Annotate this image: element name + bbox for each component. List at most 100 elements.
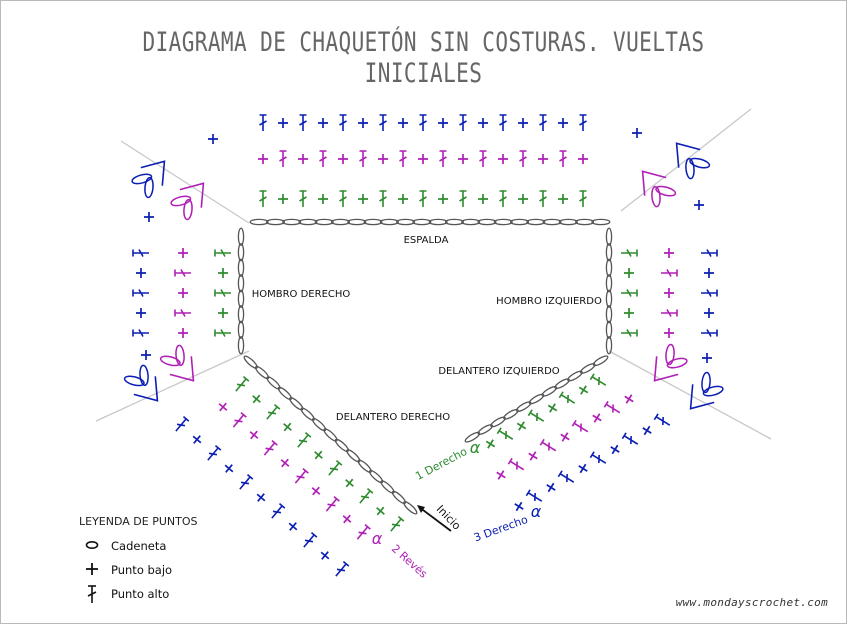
legend-item-single-crochet: Punto bajo	[79, 560, 197, 584]
chain-stitch	[391, 490, 407, 505]
chain-stitch	[277, 386, 293, 401]
corner-cluster	[653, 343, 688, 382]
single-crochet-mark	[546, 482, 556, 493]
label-row-3: 3 Derecho	[472, 513, 530, 545]
double-crochet-mark	[557, 470, 575, 483]
double-crochet-mark	[266, 404, 281, 420]
chain-stitch	[591, 218, 611, 226]
chain-stitch	[368, 469, 384, 484]
page-title: DIAGRAMA DE CHAQUETÓN SIN COSTURAS. VUEL…	[142, 27, 705, 89]
chain-stitch	[605, 274, 613, 293]
single-crochet-mark	[592, 413, 602, 423]
double-crochet-mark	[299, 114, 307, 131]
single-crochet-mark	[624, 394, 634, 404]
double-crochet-mark	[621, 289, 638, 297]
chain-stitch	[526, 218, 546, 226]
double-crochet-mark	[239, 474, 254, 490]
single-crochet-mark	[664, 328, 674, 338]
double-crochet-mark	[132, 289, 149, 297]
double-crochet-mark	[259, 190, 267, 207]
single-crochet-mark	[376, 506, 385, 516]
single-crochet-mark	[314, 450, 323, 460]
single-crochet-mark	[345, 478, 354, 488]
raglan-line	[608, 350, 772, 440]
double-crochet-mark	[579, 190, 587, 207]
site-watermark: www.mondayscrochet.com	[675, 596, 828, 609]
single-crochet-mark	[318, 118, 328, 128]
legend-label-double-crochet: Punto alto	[111, 587, 170, 601]
single-crochet-mark	[320, 551, 330, 560]
chain-stitch	[265, 218, 286, 226]
single-crochet-mark	[208, 134, 218, 144]
cluster-chain	[666, 357, 688, 369]
cluster-chain	[159, 355, 181, 367]
single-crochet-mark	[256, 493, 266, 502]
single-crochet-mark	[218, 308, 228, 318]
cluster-stem	[179, 182, 205, 208]
double-crochet-mark	[359, 150, 367, 167]
single-crochet-mark	[418, 154, 428, 164]
double-crochet-mark	[439, 150, 447, 167]
label-espalda: ESPALDA	[404, 235, 449, 246]
cluster-stem	[675, 142, 701, 168]
corner-cluster	[159, 344, 195, 382]
single-crochet-mark	[144, 212, 154, 222]
double-crochet-mark	[174, 309, 191, 317]
double-crochet-mark	[263, 440, 278, 456]
chain-stitch	[289, 397, 304, 411]
double-crochet-mark	[259, 114, 267, 131]
single-crochet-mark	[358, 194, 368, 204]
chain-stitch	[237, 258, 245, 277]
chain-stitch	[574, 218, 595, 226]
single-crochet-mark	[249, 430, 259, 440]
single-crochet-mark	[478, 194, 488, 204]
single-crochet-mark	[694, 200, 704, 210]
double-crochet-mark	[294, 468, 309, 484]
single-crochet-mark	[560, 432, 570, 442]
chain-stitch	[515, 401, 532, 413]
legend-label-chain: Cadeneta	[111, 539, 167, 553]
chain-stitch	[300, 407, 315, 421]
corner-cluster	[123, 364, 159, 402]
chain-stitch	[237, 274, 245, 293]
single-crochet-mark	[516, 421, 527, 431]
chain-stitch	[503, 408, 519, 420]
chain-stitch	[592, 355, 609, 367]
chain-stitch	[237, 289, 245, 308]
start-arrow	[418, 506, 452, 532]
chain-stitch	[605, 305, 613, 324]
double-crochet-mark	[132, 249, 149, 257]
double-crochet-mark	[701, 249, 718, 257]
single-crochet-mark	[518, 118, 528, 128]
double-crochet-mark	[214, 289, 231, 297]
label-delantero-derecho: DELANTERO DERECHO	[336, 412, 450, 423]
single-crochet-mark	[498, 154, 508, 164]
chain-stitch	[237, 227, 245, 246]
single-crochet-mark	[538, 154, 548, 164]
chain-stitch	[605, 289, 613, 308]
double-crochet-mark	[621, 249, 638, 257]
chain-stitch	[237, 336, 245, 355]
corner-cluster	[641, 170, 677, 208]
chain-stitch	[477, 218, 497, 226]
double-crochet-mark	[661, 309, 678, 317]
cluster-stem	[689, 384, 715, 410]
double-crochet-mark	[279, 150, 287, 167]
cluster-chain	[175, 344, 185, 367]
single-crochet-mark	[224, 464, 234, 473]
label-delantero-izquierdo: DELANTERO IZQUIERDO	[438, 366, 559, 377]
single-crochet-mark	[283, 422, 292, 432]
cluster-stem	[641, 170, 667, 196]
chain-stitch	[490, 416, 506, 428]
double-crochet-mark	[539, 438, 557, 452]
double-crochet-mark	[207, 445, 222, 461]
cluster-chain	[139, 364, 149, 387]
double-crochet-mark	[235, 376, 250, 392]
double-crochet-mark	[661, 269, 678, 277]
single-crochet-mark	[578, 154, 588, 164]
double-crochet-mark	[496, 427, 514, 440]
single-crochet-mark	[318, 194, 328, 204]
double-crochet-mark	[507, 457, 525, 471]
chain-stitch	[380, 480, 395, 494]
single-crochet-mark	[278, 194, 288, 204]
